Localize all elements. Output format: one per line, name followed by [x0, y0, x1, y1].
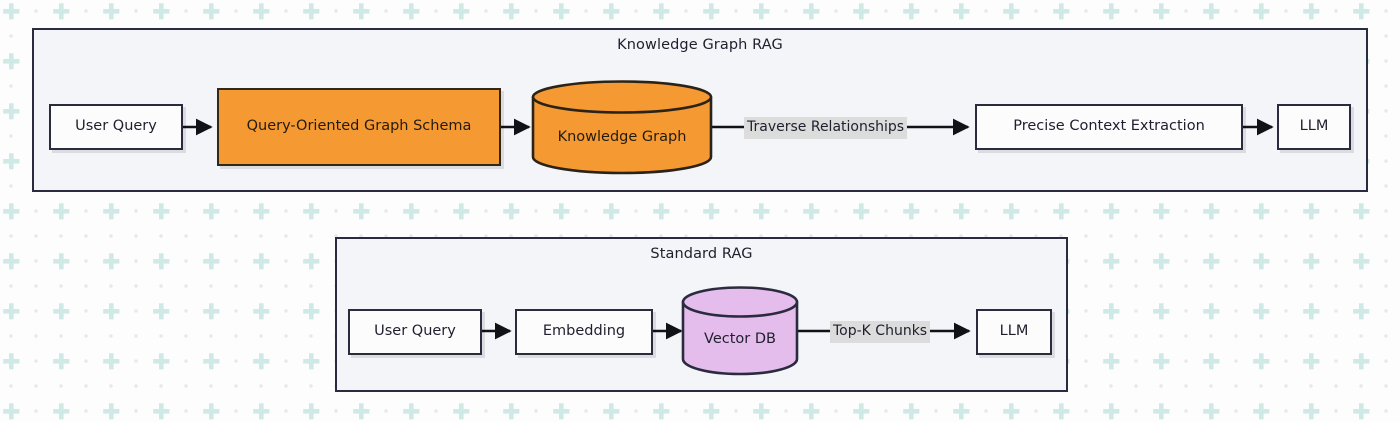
- node-sr-llm[interactable]: LLM: [976, 309, 1052, 355]
- node-sr-embedding[interactable]: Embedding: [515, 309, 653, 355]
- node-query-oriented-graph-schema[interactable]: Query-Oriented Graph Schema: [217, 88, 501, 166]
- node-kg-user-query[interactable]: User Query: [49, 104, 183, 150]
- subgraph-title-knowledge-graph-rag: Knowledge Graph RAG: [617, 37, 783, 53]
- node-knowledge-graph-cylinder[interactable]: Knowledge Graph: [531, 80, 713, 175]
- node-kg-llm[interactable]: LLM: [1277, 104, 1351, 150]
- node-sr-user-query[interactable]: User Query: [348, 309, 482, 355]
- edge-label-top-k-chunks: Top-K Chunks: [830, 321, 931, 343]
- edge-label-traverse-relationships: Traverse Relationships: [744, 117, 908, 139]
- subgraph-title-standard-rag: Standard RAG: [650, 246, 753, 262]
- node-vector-db-cylinder[interactable]: Vector DB: [681, 286, 799, 376]
- node-precise-context-extraction[interactable]: Precise Context Extraction: [975, 104, 1243, 150]
